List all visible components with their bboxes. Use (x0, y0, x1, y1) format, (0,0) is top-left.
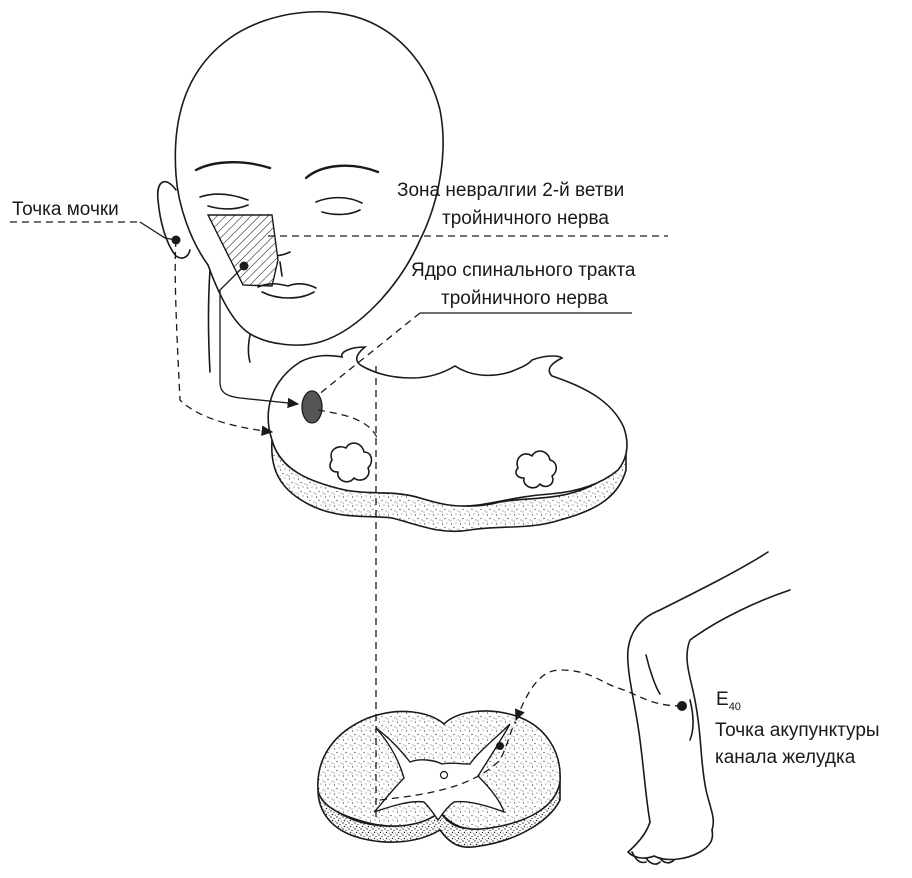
lower-lip (262, 292, 314, 298)
medulla-section (268, 347, 627, 531)
shin-line (690, 700, 693, 740)
acupoint-label-2: канала желудка (715, 747, 856, 768)
leg-to-spinal-path (516, 670, 682, 720)
acupoint-code: E40 (716, 689, 741, 713)
neuralgia-zone (208, 215, 278, 286)
spinal-arrow-dot (496, 742, 504, 750)
left-eyebrow (196, 162, 270, 170)
left-eye-lid (208, 205, 248, 209)
nucleus-label-1: Ядро спинального тракта (411, 260, 636, 281)
neuralgia-zone-label-2: тройничного нерва (442, 208, 609, 229)
knee-line (646, 655, 660, 694)
trigeminal-nucleus (302, 391, 322, 423)
acupoint-code-subscript: 40 (729, 701, 741, 713)
ear-point-label: Точка мочки (12, 199, 119, 220)
ear-point-connector (140, 222, 176, 240)
right-eyebrow (306, 166, 378, 178)
right-eye-lid (322, 210, 360, 214)
leg-back-outline (628, 552, 768, 822)
spinal-cord-section (318, 711, 560, 847)
leg-illustration (628, 552, 790, 864)
neck-right (249, 335, 251, 362)
acupoint-dot (677, 701, 687, 711)
foot (628, 822, 713, 859)
central-canal (441, 772, 448, 779)
philtrum (280, 262, 282, 276)
left-eye (200, 194, 248, 200)
acupoint-label-1: Точка акупунктуры (715, 720, 880, 741)
medulla-top (268, 347, 627, 506)
nucleus-label-2: тройничного нерва (441, 288, 608, 309)
neck-left (209, 270, 211, 372)
acupoint-code-letter: E (716, 689, 729, 710)
right-eye (316, 198, 362, 203)
neuralgia-zone-label-1: Зона невралгии 2-й ветви (397, 180, 624, 201)
